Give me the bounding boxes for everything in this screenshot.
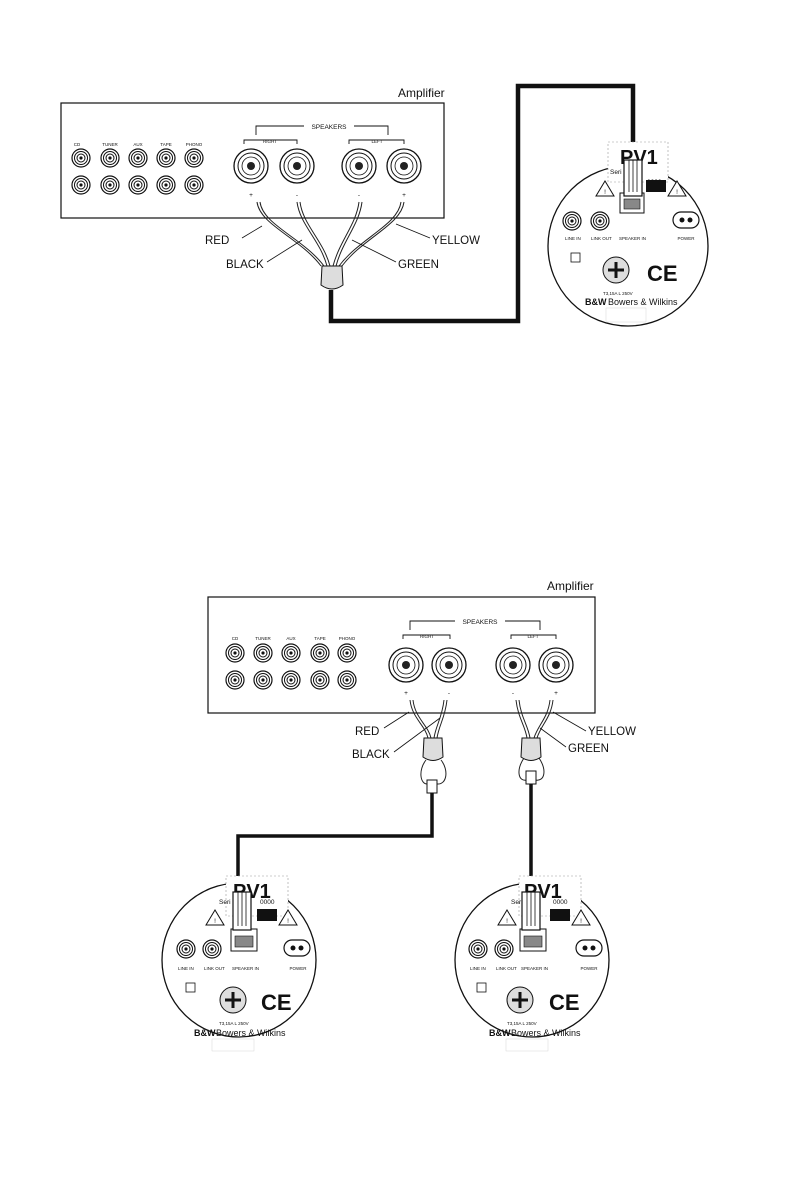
amplifier-label-1: Amplifier xyxy=(398,86,445,100)
serial-prefix-1: Seri xyxy=(610,169,622,176)
speaker-in-2a: SPEAKER IN xyxy=(232,966,259,971)
speaker-in-plug-2a xyxy=(232,891,252,931)
subwoofer-panel-1: PV1 Seri 0000 ! ! LINE IN LINK OUT SPEAK… xyxy=(547,141,709,327)
power-socket-2a xyxy=(283,939,311,957)
input-jacks-2: CD TUNER AUX TAPE PHONO xyxy=(225,636,357,690)
fuse-rating-2b: T3,15A L 250V xyxy=(507,1021,537,1026)
subwoofer-panel-2a: PV1 Seri 0000 ! ! LINE IN LINK OUT SPEAK… xyxy=(161,875,317,1052)
speaker-in-2b: SPEAKER IN xyxy=(521,966,548,971)
ce-mark-2a: CE xyxy=(261,990,292,1015)
input-jacks-1: CD TUNER AUX TAPE PHONO xyxy=(71,142,204,195)
link-out-2a: LINK OUT xyxy=(204,966,225,971)
polarity-1-l-minus: - xyxy=(358,192,360,199)
left-label-2: LEFT xyxy=(527,634,538,639)
wire-yellow-2: YELLOW xyxy=(588,726,636,738)
speakers-label-2: SPEAKERS xyxy=(462,619,498,626)
fuse-rating-1: T3,15A L 250V xyxy=(603,291,633,296)
svg-text:!: ! xyxy=(604,189,606,196)
cable-1 xyxy=(328,83,636,324)
fuse-rating-2a: T3,15A L 250V xyxy=(219,1021,249,1026)
input-label-cd-2: CD xyxy=(232,636,239,641)
input-label-cd: CD xyxy=(74,142,81,147)
polarity-1-r-plus: + xyxy=(249,192,253,199)
input-label-phono: PHONO xyxy=(186,142,203,147)
svg-text:!: ! xyxy=(287,918,289,925)
ce-mark-1: CE xyxy=(647,261,678,286)
input-label-phono-2: PHONO xyxy=(339,636,356,641)
brand-mark-2a: B&W xyxy=(194,1028,216,1038)
polarity-2-r-minus: - xyxy=(448,690,450,697)
input-label-aux: AUX xyxy=(133,142,142,147)
ce-mark-2b: CE xyxy=(549,990,580,1015)
diagram-1: Amplifier CD TUNER AUX TAPE PHONO SPEAKE… xyxy=(60,83,709,327)
power-socket-2b xyxy=(575,939,603,957)
wire-green-1: GREEN xyxy=(398,259,439,271)
brand-mark-2b: B&W xyxy=(489,1028,511,1038)
speakers-label-1: SPEAKERS xyxy=(311,124,347,131)
wire-black-1: BLACK xyxy=(226,259,264,271)
svg-text:!: ! xyxy=(676,189,678,196)
right-label-1: RIGHT xyxy=(263,139,277,144)
input-label-tape-2: TAPE xyxy=(314,636,325,641)
line-in-2b: LINE IN xyxy=(470,966,486,971)
polarity-1-l-plus: + xyxy=(402,192,406,199)
brand-name-2a: Bowers & Wilkins xyxy=(216,1028,286,1038)
power-1: POWER xyxy=(677,236,695,241)
speaker-in-plug-2b xyxy=(521,891,541,931)
brand-name-2b: Bowers & Wilkins xyxy=(511,1028,581,1038)
splitter-2-left xyxy=(520,737,542,761)
diagram-2: Amplifier CD TUNER AUX TAPE PHONO SPEAKE… xyxy=(161,579,636,1052)
input-label-tuner-2: TUNER xyxy=(255,636,271,641)
splitter-1 xyxy=(320,265,344,290)
wire-yellow-1: YELLOW xyxy=(432,235,480,247)
left-label-1: LEFT xyxy=(371,139,382,144)
class2-symbol-2a xyxy=(185,982,196,993)
polarity-2-r-plus: + xyxy=(404,690,408,697)
line-in-2a: LINE IN xyxy=(178,966,194,971)
polarity-2-l-plus: + xyxy=(554,690,558,697)
speaker-in-1: SPEAKER IN xyxy=(619,236,646,241)
brand-name-1: Bowers & Wilkins xyxy=(608,297,678,307)
power-socket-1 xyxy=(672,211,700,229)
serial-suffix-2a: 0000 xyxy=(260,899,275,906)
wire-black-2: BLACK xyxy=(352,749,390,761)
input-label-tape: TAPE xyxy=(160,142,171,147)
wire-bundle-2-right xyxy=(409,699,448,785)
wire-red-1: RED xyxy=(205,235,229,247)
power-2a: POWER xyxy=(289,966,307,971)
wire-bundle-1 xyxy=(256,201,405,267)
splitter-2-right xyxy=(422,737,444,761)
input-label-tuner: TUNER xyxy=(102,142,118,147)
class2-symbol-1 xyxy=(570,252,581,263)
svg-text:!: ! xyxy=(214,918,216,925)
svg-text:!: ! xyxy=(506,918,508,925)
polarity-1-r-minus: - xyxy=(296,192,298,199)
wire-red-2: RED xyxy=(355,726,379,738)
cable-2-right xyxy=(236,793,434,890)
class2-symbol-2b xyxy=(476,982,487,993)
serial-prefix-2a: Seri xyxy=(219,899,231,906)
wire-bundle-2-left xyxy=(515,699,554,781)
link-out-2b: LINK OUT xyxy=(496,966,517,971)
right-label-2: RIGHT xyxy=(420,634,434,639)
brand-mark-1: B&W xyxy=(585,297,607,307)
input-label-aux-2: AUX xyxy=(286,636,295,641)
link-out-1: LINK OUT xyxy=(591,236,612,241)
polarity-2-l-minus: - xyxy=(512,690,514,697)
speaker-in-plug-1 xyxy=(623,159,643,197)
svg-text:!: ! xyxy=(580,918,582,925)
power-2b: POWER xyxy=(580,966,598,971)
amplifier-label-2: Amplifier xyxy=(547,579,594,593)
serial-suffix-2b: 0000 xyxy=(553,899,568,906)
line-in-1: LINE IN xyxy=(565,236,581,241)
speakers-header-1 xyxy=(243,125,405,144)
subwoofer-panel-2b: PV1 Seri 0000 ! ! LINE IN LINK OUT SPEAK… xyxy=(454,875,610,1052)
wire-green-2: GREEN xyxy=(568,743,609,755)
serial-prefix-2b: Seri xyxy=(511,899,523,906)
speakers-header-2 xyxy=(402,620,557,639)
